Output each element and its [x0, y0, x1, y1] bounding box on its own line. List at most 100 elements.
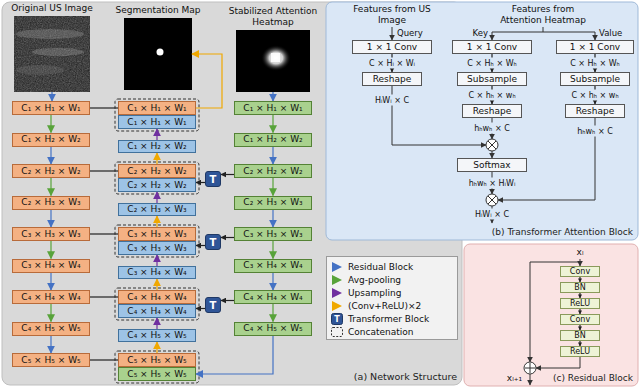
key-label: Key [473, 28, 488, 39]
heatmap-feature-box: C₁ × H₁ × W₁ [234, 101, 312, 115]
input-symbol: xₗ [577, 247, 584, 258]
box-text: C₄ × H₅ × W₅ [127, 330, 186, 341]
heatmap-feature-box: C₄ × H₄ × W₄ [234, 290, 312, 304]
multiply-cross [488, 196, 496, 204]
legend-sample [331, 313, 343, 325]
box-text: C₃ × H₃ × W₃ [21, 229, 80, 240]
operation-arrow [272, 92, 273, 101]
operation-arrow [156, 129, 157, 140]
block-letter: T [210, 237, 217, 248]
box-text: C₃ × H₃ × W₃ [127, 243, 186, 254]
multiply-cross [488, 141, 496, 149]
box-text: C₄ × H₅ × W₅ [21, 323, 80, 334]
connector [196, 245, 205, 246]
box-text: C₃ × H₄ × W₄ [21, 260, 80, 271]
query-label: Query [397, 28, 423, 39]
box-text: C₄ × H₄ × W₄ [243, 292, 302, 303]
legend-swatch [332, 275, 342, 285]
box-text: C₁ × H₂ × W₂ [243, 134, 302, 145]
operation-arrow [156, 342, 157, 353]
box-text: Softmax [473, 160, 510, 171]
encoder-feature-box: C₃ × H₃ × W₃ [12, 227, 90, 241]
legend-row: Transformer Block [327, 313, 455, 325]
subsample-box: Subsample [560, 72, 630, 86]
encoder-feature-box: C₃ × H₄ × W₄ [12, 259, 90, 273]
heatmap-feature-box: C₂ × H₂ × W₂ [234, 164, 312, 178]
box-text: Subsample [570, 74, 620, 85]
legend-text: Concatenation [348, 326, 413, 338]
box-text: C₃ × H₃ × W₃ [243, 229, 302, 240]
encoder-feature-box: C₅ × H₅ × W₅ [12, 353, 90, 367]
decoder-feature-box: C₃ × H₄ × W₄ [118, 266, 196, 279]
attention-core [271, 53, 280, 62]
connector [221, 237, 234, 238]
legend-swatch [332, 262, 342, 272]
concatenation-groups [115, 99, 199, 383]
operation-arrow [272, 273, 273, 291]
dimension-label: C × hₕ × wₕ [466, 90, 517, 101]
legend-text: Avg-pooling [348, 274, 401, 286]
dimension-label: C × hₕ × wₕ [569, 90, 620, 101]
heatmap-feature-box: C₄ × H₅ × W₅ [234, 322, 312, 336]
connector [594, 86, 595, 104]
transformer-block: T [205, 171, 221, 187]
heatmap-image [236, 30, 310, 92]
skip-feature-box: C₁ × H₁ × W₁ [118, 101, 196, 115]
ultrasound-image: Original US Image [14, 16, 90, 92]
dimension-label: hₕwₕ × C [472, 123, 511, 134]
operation-arrow [50, 241, 51, 259]
decoder-feature-box: C₁ × H₂ × W₂ [118, 140, 196, 153]
dimension-label: C × Hₕ × Wₕ [568, 58, 622, 69]
multiply-symbol [486, 139, 498, 151]
segmentation-image: Segmentation Map [124, 18, 192, 90]
multiply-circle [486, 194, 498, 206]
box-text: Conv [570, 314, 590, 325]
box-text: C₄ × H₄ × W₄ [127, 292, 186, 303]
heatmap-feature-box: C₂ × H₃ × W₃ [234, 196, 312, 210]
layer-box: BN [560, 282, 600, 293]
box-text: ReLU [570, 298, 590, 309]
connector [491, 86, 492, 104]
connector [196, 182, 205, 183]
decoder-feature-box: C₂ × H₂ × W₂ [118, 178, 196, 192]
box-text: C₂ × H₂ × W₂ [127, 180, 186, 191]
skip-feature-box: C₅ × H₅ × W₅ [118, 353, 196, 367]
operation-arrow [272, 115, 273, 133]
output-symbol: xₗ₊₁ [507, 373, 522, 384]
block-letter: T [210, 174, 217, 185]
decoder-feature-box: C₂ × H₃ × W₃ [118, 203, 196, 216]
operation-arrow [272, 178, 273, 196]
weight-wire [492, 172, 493, 194]
concatenation-group [115, 225, 199, 257]
operation-arrow [156, 318, 157, 329]
attention-wires [392, 27, 595, 223]
connector [90, 170, 118, 171]
add-symbol [524, 362, 536, 374]
box-text: C₅ × H₅ × W₅ [21, 355, 80, 366]
encoder-feature-box: C₂ × H₃ × W₃ [12, 196, 90, 210]
connector [196, 308, 205, 309]
heatmap-feature-box: C₃ × H₃ × W₃ [234, 227, 312, 241]
box-text: Reshape [576, 106, 615, 117]
encoder-feature-box: C₄ × H₄ × W₄ [12, 290, 90, 304]
decoder-feature-box: C₄ × H₅ × W₅ [118, 329, 196, 342]
reshape-box: Reshape [362, 72, 422, 86]
box-text: BN [574, 282, 585, 293]
box-text: ReLU [570, 346, 590, 357]
decoder-feature-box: C₅ × H₅ × W₅ [118, 367, 196, 381]
connector [491, 54, 492, 72]
operation-arrow [50, 147, 51, 165]
conv-box: 1 × 1 Conv [556, 40, 634, 54]
layer-box: ReLU [560, 346, 600, 357]
connector [90, 107, 118, 108]
concatenation-group [115, 99, 199, 131]
output-wire [530, 374, 531, 385]
connectors [51, 54, 595, 374]
box-text: C₃ × H₃ × W₃ [127, 229, 186, 240]
box-text: C₄ × H₅ × W₅ [243, 323, 302, 334]
box-text: C₂ × H₂ × W₂ [127, 166, 186, 177]
operation-arrow [272, 304, 273, 322]
legend-row: Avg-pooling [327, 274, 455, 286]
